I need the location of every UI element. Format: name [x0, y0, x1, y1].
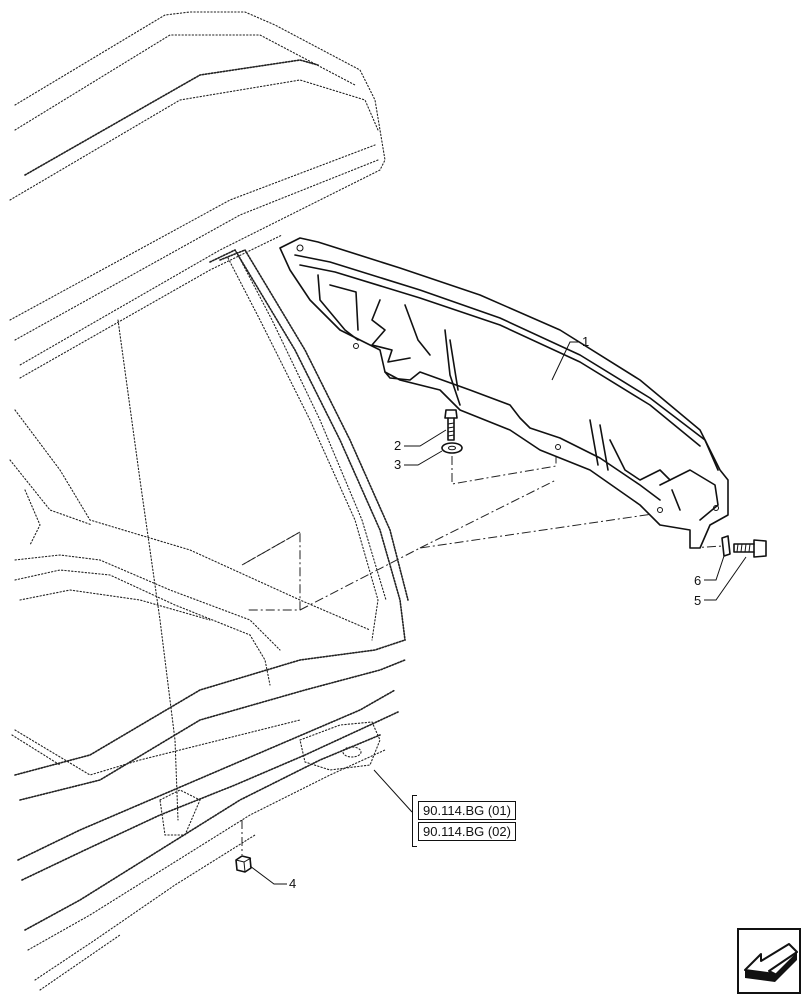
part-1-handle: [279, 237, 729, 549]
callout-1: 1: [582, 334, 589, 349]
reference-bracket: [412, 795, 417, 847]
callout-6: 6: [694, 573, 701, 588]
back-navigation-button[interactable]: [737, 928, 801, 994]
part-6-washer: [721, 535, 731, 557]
arrow-back-icon: [744, 943, 798, 982]
callout-5: 5: [694, 593, 701, 608]
reference-link-01[interactable]: 90.114.BG (01): [418, 801, 516, 820]
cab-structure: [9, 11, 409, 991]
part-5-bolt: [733, 539, 767, 558]
callout-2: 2: [394, 438, 401, 453]
part-3-washer: [441, 442, 463, 454]
part-4-nut: [235, 855, 252, 873]
callout-3: 3: [394, 457, 401, 472]
reference-link-02[interactable]: 90.114.BG (02): [418, 822, 516, 841]
leader-lines: [249, 341, 747, 885]
callout-4: 4: [289, 876, 296, 891]
part-2-bolt: [444, 409, 458, 441]
